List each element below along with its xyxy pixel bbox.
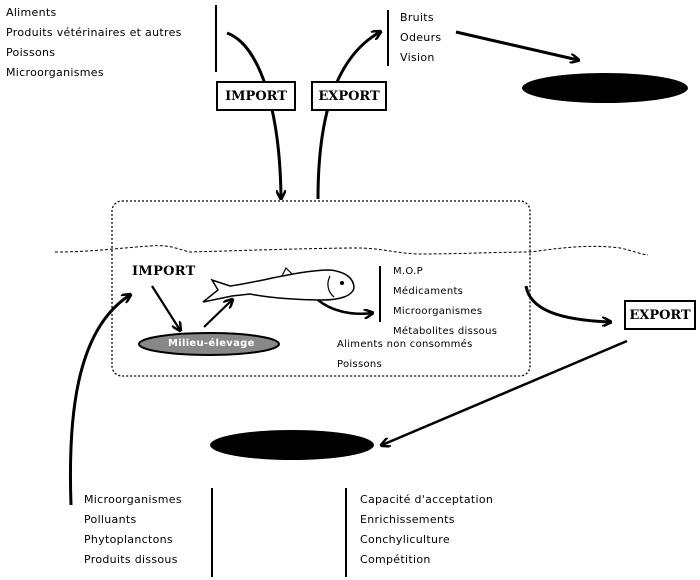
top-left-input-list: Aliments Produits vétérinaires et autres…: [6, 3, 182, 83]
top-export-box: EXPORT: [311, 81, 387, 111]
fish-illustration: [202, 266, 355, 303]
top-right-output-list: Bruits Odeurs Vision: [400, 8, 441, 68]
bottom-input-item: Microorganismes: [84, 493, 182, 506]
output-item: Odeurs: [400, 31, 442, 44]
effect-item: Conchyliculture: [360, 533, 450, 546]
environment-ellipse: [138, 332, 280, 356]
effect-item: Capacité d'acceptation: [360, 493, 494, 506]
farm-other-output-item: Poissons: [337, 359, 383, 370]
effect-item: Compétition: [360, 553, 431, 566]
right-export-label: EXPORT: [629, 307, 691, 323]
top-import-label: IMPORT: [225, 88, 287, 104]
arrow-to-top-ellipse: [455, 30, 578, 60]
environment-label: Milieu-élevage: [168, 338, 255, 349]
farm-output-list: M.O.P Médicaments Microorganismes Métabo…: [393, 262, 497, 342]
input-item: Poissons: [6, 46, 56, 59]
farm-other-output-list: Aliments non consommés Poissons: [337, 335, 473, 375]
bottom-right-effect-list: Capacité d'acceptation Enrichissements C…: [360, 490, 493, 570]
arrow-bottom-inputs-to-import: [68, 295, 130, 506]
output-item: Bruits: [400, 11, 434, 24]
arrow-environment-to-fish: [203, 300, 232, 328]
top-export-label: EXPORT: [318, 88, 380, 104]
bottom-receptor-ellipse: [210, 430, 374, 460]
farm-other-output-item: Aliments non consommés: [337, 339, 473, 350]
farm-output-item: M.O.P: [393, 266, 423, 277]
farm-import-label: IMPORT: [132, 264, 196, 279]
import-arrow: [226, 31, 281, 198]
farm-output-item: Microorganismes: [393, 306, 483, 317]
arrow-fish-to-outputs: [317, 299, 372, 314]
top-import-box: IMPORT: [216, 81, 296, 111]
input-item: Aliments: [6, 6, 57, 19]
bottom-input-item: Polluants: [84, 513, 137, 526]
input-item: Microorganismes: [6, 66, 104, 79]
output-item: Vision: [400, 51, 435, 64]
arrow-export-to-bottom-ellipse: [382, 339, 628, 445]
arrow-import-to-environment: [151, 285, 180, 330]
arrow-to-right-export: [524, 285, 610, 322]
bottom-input-item: Produits dissous: [84, 553, 178, 566]
effect-item: Enrichissements: [360, 513, 455, 526]
water-surface-line: [54, 245, 649, 256]
farm-output-item: Métabolites dissous: [393, 326, 498, 337]
farm-output-item: Médicaments: [393, 286, 464, 297]
top-right-receptor-ellipse: [522, 73, 688, 103]
bottom-input-item: Phytoplanctons: [84, 533, 173, 546]
bottom-left-input-list: Microorganismes Polluants Phytoplanctons…: [84, 490, 182, 570]
right-export-box: EXPORT: [624, 300, 696, 330]
export-arrow: [316, 32, 380, 200]
input-item: Produits vétérinaires et autres: [6, 26, 182, 39]
